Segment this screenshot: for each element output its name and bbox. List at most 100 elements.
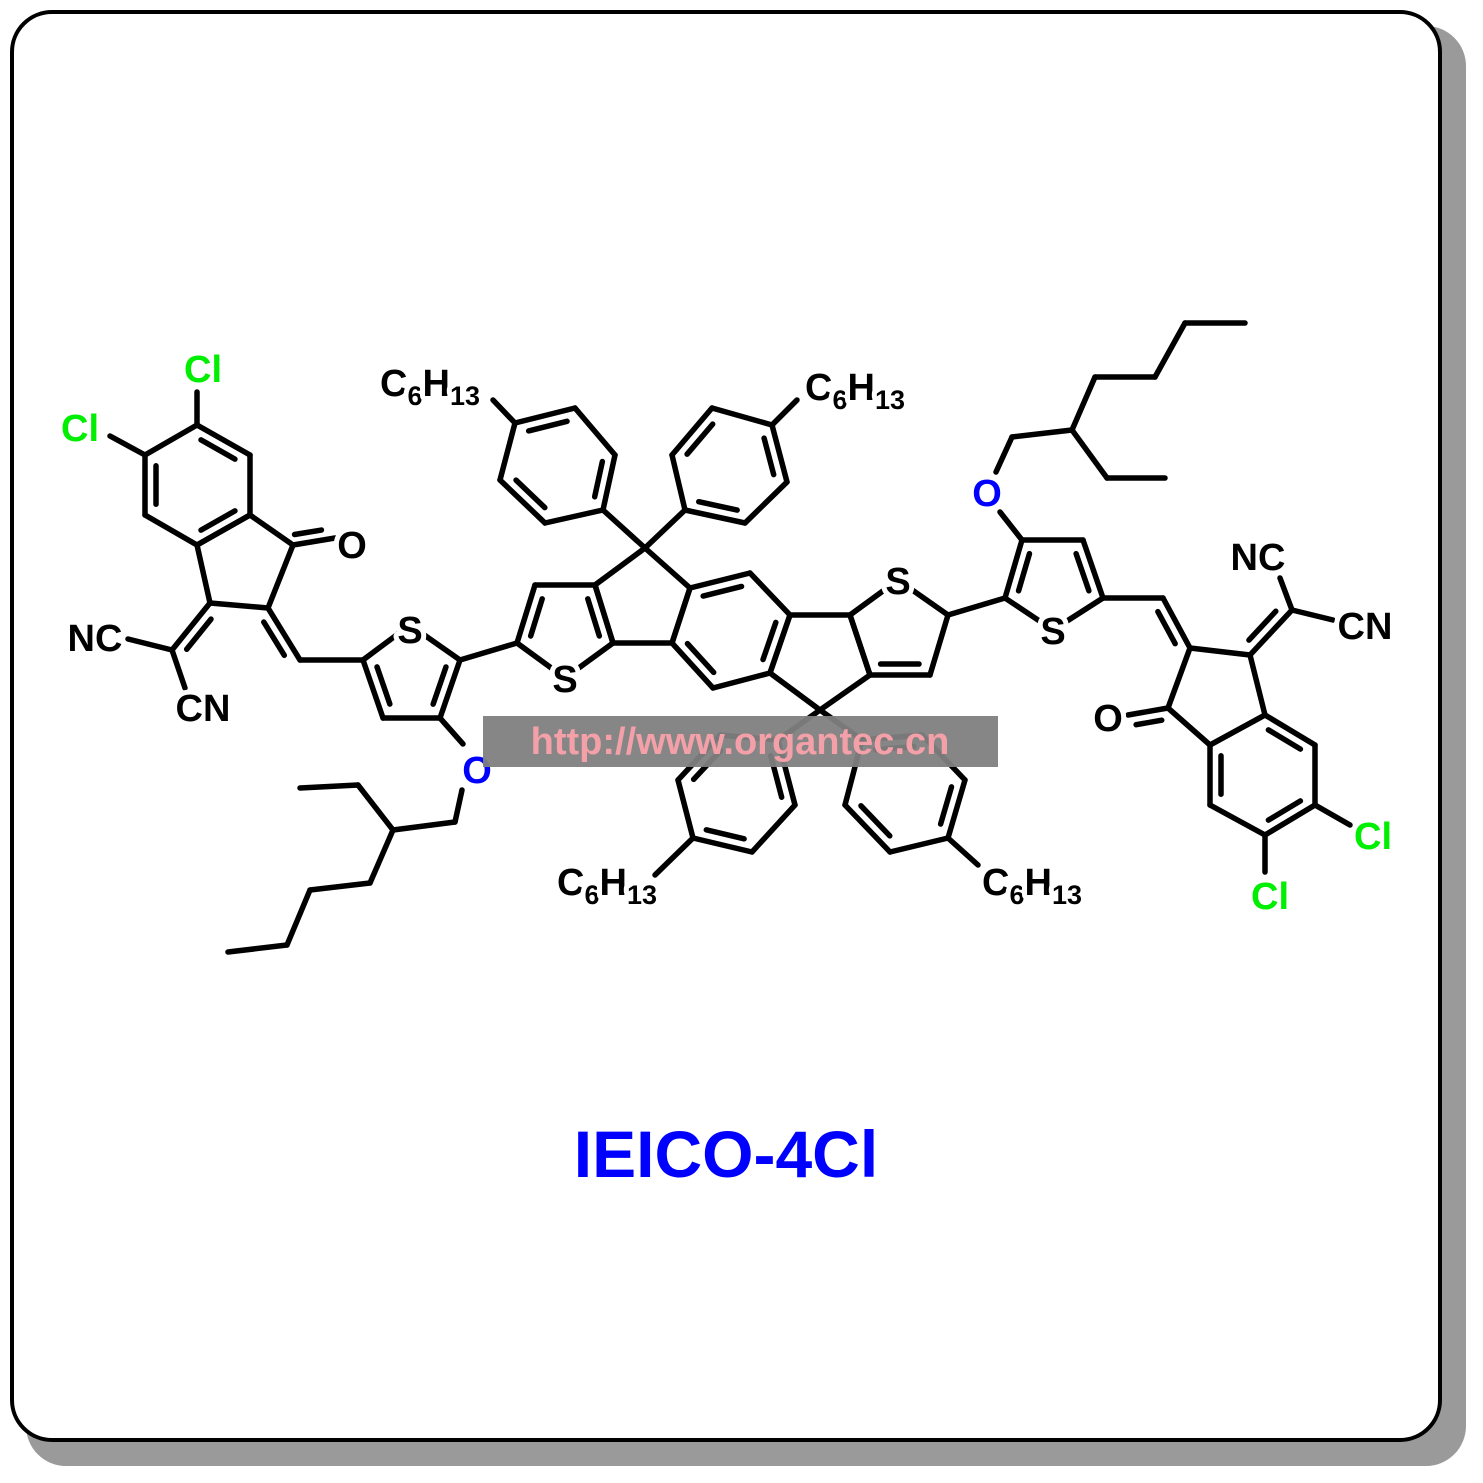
central-benzene-bond <box>669 585 693 646</box>
hexyl-label-part: 13 <box>450 381 480 411</box>
left-indanone-ring-bond <box>194 512 253 548</box>
hexyl-label-part: 13 <box>1052 880 1082 910</box>
chlorine-label: Cl <box>61 408 99 450</box>
left-benzene-bond <box>194 422 253 458</box>
right-benzene-double-bond <box>1265 798 1304 823</box>
vinyl-double-bond <box>1160 595 1193 651</box>
alkyl-chain <box>452 787 465 825</box>
hexyl-label-part: 13 <box>627 880 657 910</box>
thiophene-bond <box>514 582 538 646</box>
nitrile-label: NC <box>68 618 123 660</box>
cyclopenta-ring-bond <box>592 582 616 646</box>
bond <box>769 397 800 428</box>
hexyl-label-part: H <box>847 367 874 409</box>
bond <box>642 507 688 551</box>
phenyl-double-bond <box>937 784 955 827</box>
phenyl-double-bond <box>761 435 777 478</box>
thiophene-bond <box>514 640 568 681</box>
exocyclic-double-bond-second <box>1246 608 1279 643</box>
bond <box>490 397 518 426</box>
right-thiophene-bond <box>1050 595 1106 633</box>
cyclopenta-ring-bond <box>642 545 693 591</box>
phenyl-bond <box>497 477 548 526</box>
phenyl-bond <box>749 802 798 855</box>
hexyl-label-part: H <box>1024 862 1051 904</box>
left-benzene-bond <box>142 512 200 548</box>
left-indanone-ring-bond <box>265 542 296 611</box>
alkyl-chain <box>993 434 1015 475</box>
right-indanone-ring-bond <box>1165 705 1213 748</box>
left-indanone-ring-bond <box>247 512 296 548</box>
right-benzene-bond <box>1262 802 1318 838</box>
sulfur-label: S <box>552 659 577 701</box>
central-benzene-double-bond <box>760 619 779 663</box>
phenyl-bond <box>887 835 951 855</box>
vinyl-double-bond <box>265 605 303 663</box>
phenyl-bond <box>945 777 968 841</box>
central-benzene-bond <box>710 670 773 691</box>
alkyl-chain <box>1069 374 1098 433</box>
hexyl-label: C6H13 <box>805 367 905 415</box>
alkyl-chain <box>1152 320 1188 380</box>
bond <box>600 507 648 551</box>
carbonyl-bond-second <box>291 527 325 538</box>
left-benzene-double-bond <box>198 508 238 533</box>
exocyclic-double-bond <box>1247 607 1295 658</box>
alkyl-chain <box>367 827 396 886</box>
hexyl-label-part: C <box>380 363 407 405</box>
central-benzene-double-bond <box>700 583 745 599</box>
cyclopenta-ring-bond <box>767 612 793 676</box>
phenyl-bond <box>769 422 790 485</box>
left-thiophene-bond <box>360 657 386 721</box>
thiophene-bond <box>847 612 873 678</box>
thiophene-bond <box>847 577 901 618</box>
chlorine-label: Cl <box>184 349 222 391</box>
sulfur-label: S <box>397 610 422 652</box>
exocyclic-double-bond <box>169 600 213 653</box>
left-thiophene-bond <box>360 622 413 663</box>
right-benzene-bond <box>1262 712 1318 748</box>
phenyl-bond <box>572 405 618 458</box>
chlorine-label: Cl <box>1354 816 1392 858</box>
hexyl-label-part: H <box>422 363 449 405</box>
thiophene-bond <box>562 640 616 681</box>
vinyl-double-bond-second <box>1155 608 1178 647</box>
ether-bond <box>437 715 466 747</box>
nitrile-bond <box>1289 607 1336 623</box>
phenyl-bond <box>682 507 748 526</box>
nitrile-bond <box>169 647 188 691</box>
hexyl-label: C6H13 <box>982 862 1082 910</box>
right-thiophene-bond <box>1002 595 1056 633</box>
hexyl-label-part: 6 <box>1009 880 1024 910</box>
watermark-background <box>483 716 998 767</box>
central-benzene-bond <box>687 570 753 591</box>
phenyl-bond <box>742 479 790 526</box>
phenyl-double-bond <box>684 421 716 457</box>
bond <box>945 835 981 868</box>
vinyl-double-bond-second <box>261 619 288 659</box>
hexyl-label-part: 13 <box>875 385 905 415</box>
right-benzene-double-bond <box>1265 727 1304 752</box>
phenyl-bond <box>842 802 893 855</box>
hexyl-label: C6H13 <box>557 862 657 910</box>
thiophene-double-bond <box>527 596 545 639</box>
carbonyl-oxygen-label: O <box>337 525 367 567</box>
phenyl-double-bond <box>858 803 893 839</box>
ether-oxygen-label: O <box>972 473 1002 515</box>
alkyl-chain <box>355 782 396 833</box>
alkyl-chain <box>390 819 458 833</box>
bond <box>652 835 696 878</box>
central-benzene-bond <box>747 570 793 618</box>
central-benzene-double-bond <box>684 640 717 676</box>
right-indanone-ring-bond <box>1187 645 1253 658</box>
central-benzene-bond <box>669 640 716 691</box>
bonds <box>107 320 1353 955</box>
right-indanone-ring-bond <box>1165 645 1193 711</box>
alkyl-chain <box>1069 427 1110 481</box>
bond <box>457 640 520 663</box>
cl-bond <box>1312 802 1353 828</box>
bond <box>945 595 1008 618</box>
phenyl-bond <box>512 405 578 426</box>
right-benzene-bond <box>1207 712 1268 748</box>
